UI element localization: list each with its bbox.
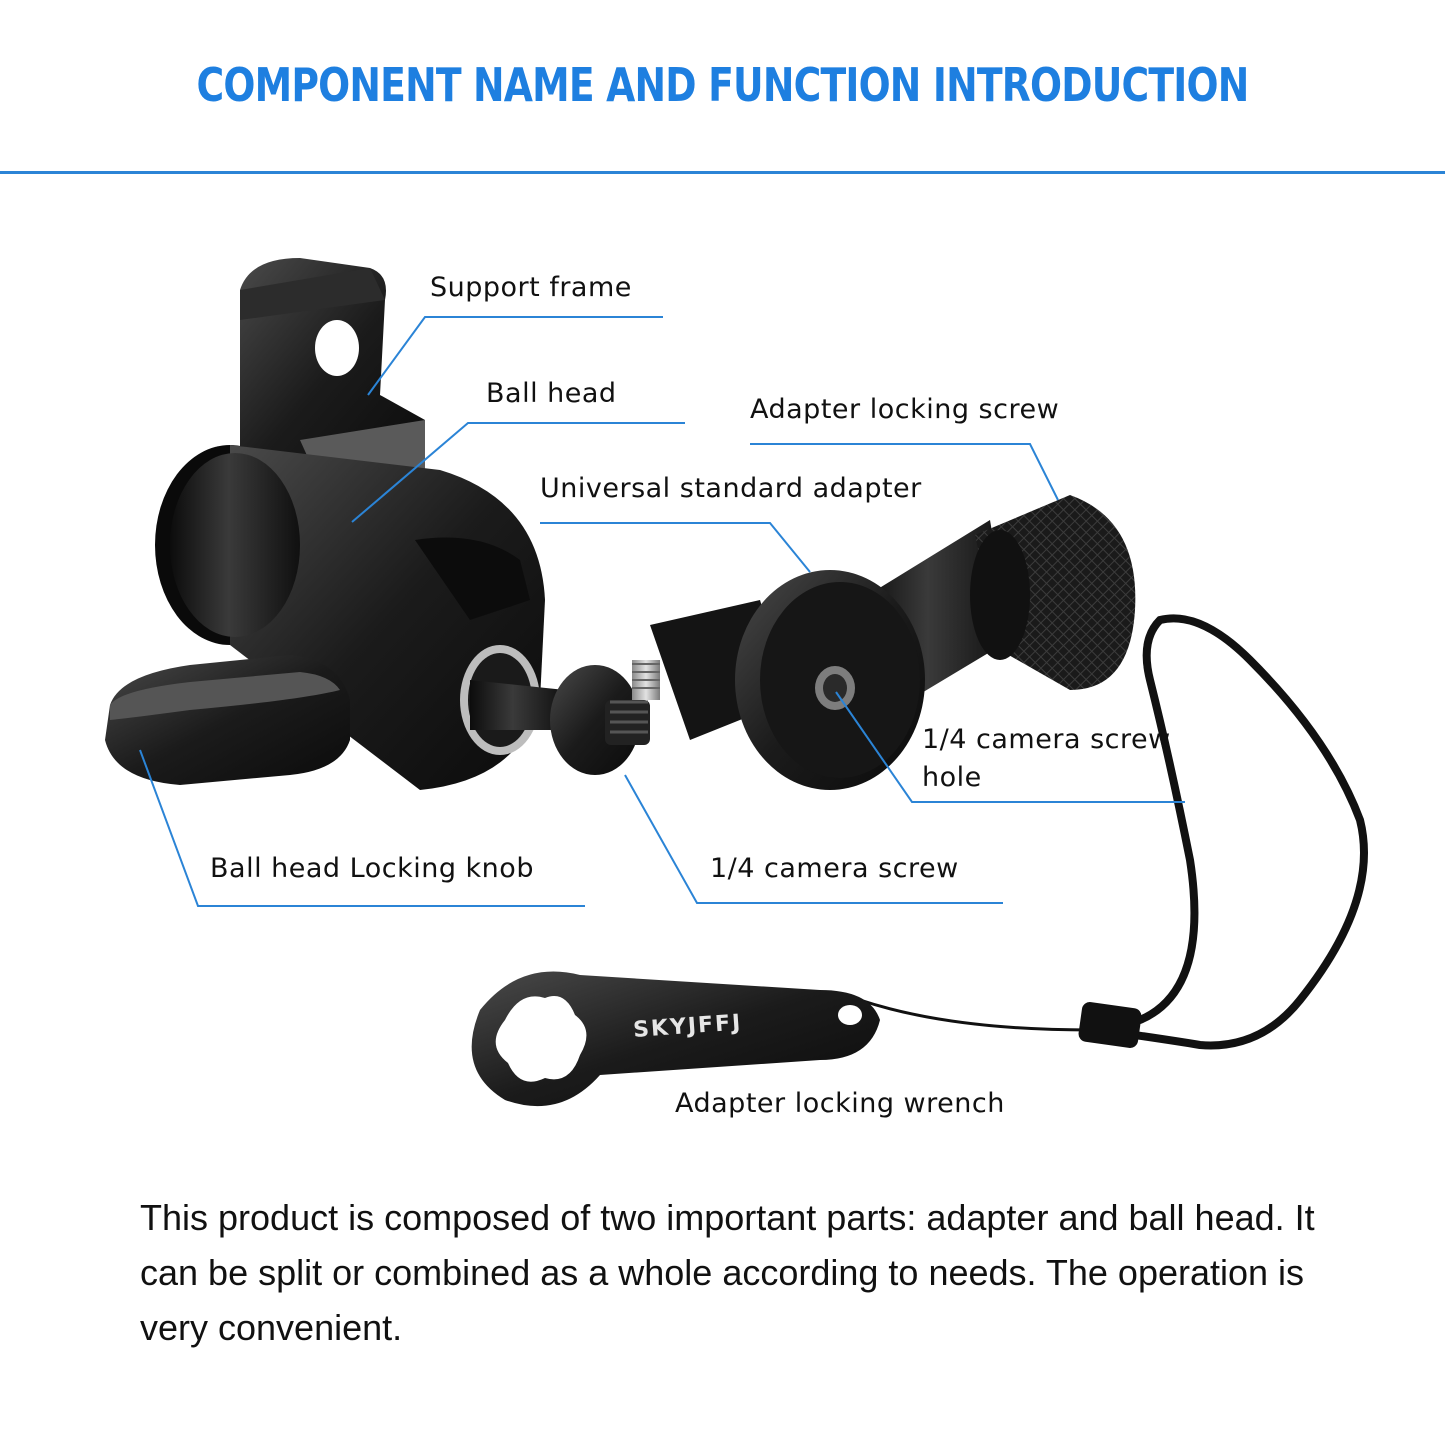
label-adapter-locking-wrench: Adapter locking wrench bbox=[675, 1088, 1005, 1119]
adapter-shape bbox=[632, 520, 1010, 790]
leader-screw-hole bbox=[835, 691, 1185, 803]
support-frame-shape bbox=[240, 258, 425, 480]
leader-support-frame bbox=[367, 316, 663, 396]
label-camera-screw: 1/4 camera screw bbox=[710, 853, 959, 884]
locking-knob-shape bbox=[105, 655, 350, 785]
leader-lines bbox=[139, 316, 1185, 907]
leader-ball-head bbox=[351, 422, 685, 523]
label-ball-head: Ball head bbox=[486, 378, 617, 409]
leader-camera-screw bbox=[624, 774, 1003, 904]
label-support-frame: Support frame bbox=[430, 272, 632, 303]
camera-screw-shape bbox=[470, 665, 650, 775]
leader-locking-screw bbox=[750, 443, 1059, 501]
product-description: This product is composed of two importan… bbox=[140, 1197, 1315, 1348]
lanyard-shape bbox=[859, 614, 1368, 1050]
header-divider bbox=[0, 171, 1445, 174]
page-title: COMPONENT NAME AND FUNCTION INTRODUCTION bbox=[196, 58, 1249, 112]
label-universal-standard-adapter: Universal standard adapter bbox=[540, 473, 922, 504]
locking-screw-shape bbox=[970, 495, 1136, 690]
leader-adapter bbox=[540, 522, 811, 573]
label-camera-screw-hole: 1/4 camera screw hole bbox=[922, 724, 1171, 793]
leader-locking-knob bbox=[139, 749, 585, 907]
wrench-shape: SKYJFFJ bbox=[471, 971, 880, 1107]
label-ball-head-locking-knob: Ball head Locking knob bbox=[210, 853, 534, 884]
label-adapter-locking-screw: Adapter locking screw bbox=[750, 394, 1060, 425]
